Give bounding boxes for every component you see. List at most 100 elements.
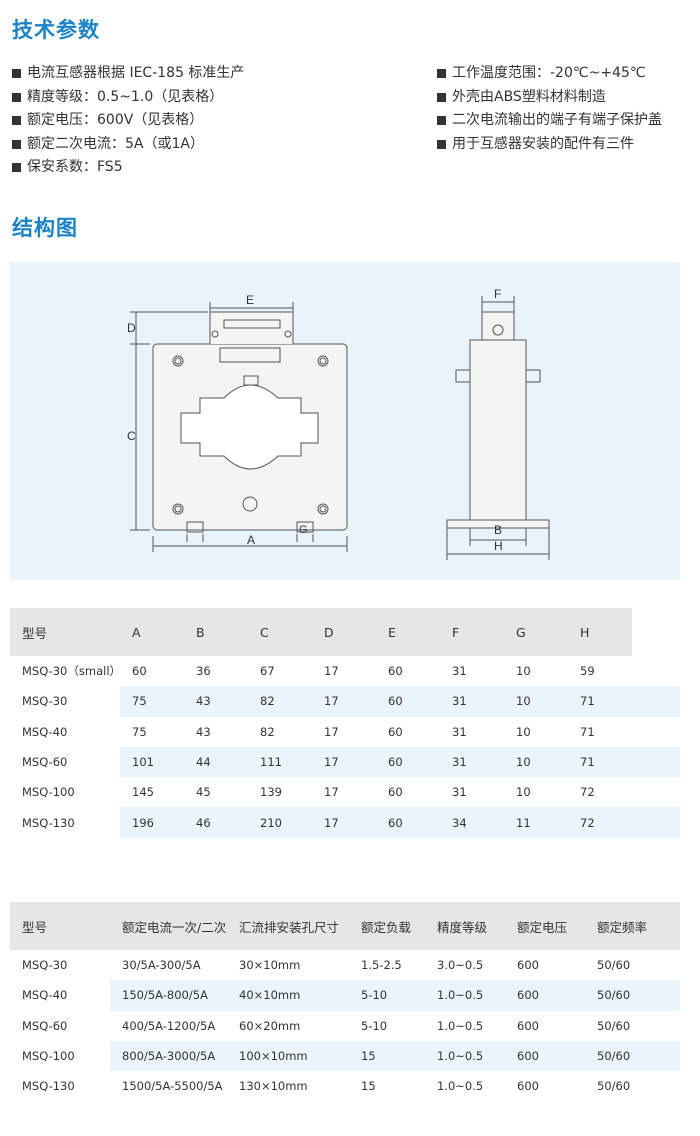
- table-row: MSQ-40 150/5A-800/5A 40×10mm 5-10 1.0~0.…: [10, 980, 680, 1011]
- cell-model: MSQ-40: [22, 724, 68, 739]
- cell: 15: [361, 1079, 376, 1094]
- spec-item: 外壳由ABS塑料材料制造: [437, 86, 662, 110]
- cell: 50/60: [597, 1018, 631, 1033]
- side-terminal-left: [455, 369, 471, 383]
- cell: 1.0~0.5: [437, 1079, 484, 1094]
- cell: 10: [516, 724, 531, 739]
- header-cell: E: [376, 608, 440, 656]
- table-row: MSQ-60 101 44 111 17 60 31 10 71: [10, 746, 680, 778]
- spec-text: 精度等级：0.5~1.0（见表格）: [27, 88, 224, 105]
- cell: 44: [184, 746, 248, 778]
- cell: 600: [517, 1079, 539, 1094]
- cell: 600: [505, 1040, 585, 1072]
- cell: 1500/5A-5500/5A: [122, 1079, 223, 1094]
- cell: 31: [440, 746, 504, 778]
- bullet-square-icon: [437, 69, 446, 79]
- cell: 30/5A-300/5A: [122, 958, 201, 973]
- cell: 1.0~0.5: [425, 1040, 505, 1072]
- foot-left: [186, 521, 204, 533]
- cell: 210: [248, 807, 312, 838]
- table-header-row: 型号 A B C D E F G H: [10, 608, 680, 656]
- cell: 150/5A-800/5A: [110, 980, 227, 1011]
- label-plate: [219, 347, 281, 363]
- header-cell: 汇流排安装孔尺寸: [227, 902, 349, 950]
- cell: 1.5-2.5: [361, 958, 402, 973]
- header-cell: C: [248, 608, 312, 656]
- structure-section-title: 结构图: [12, 216, 78, 240]
- cell: 60: [376, 686, 440, 717]
- cell: 17: [324, 785, 339, 800]
- cell: 71: [568, 686, 632, 717]
- cell: 11: [504, 807, 568, 838]
- cell-model: MSQ-60: [22, 1018, 68, 1033]
- spec-item: 用于互感器安装的配件有三件: [437, 133, 662, 157]
- cell: 400/5A-1200/5A: [122, 1018, 216, 1033]
- spec-text: 二次电流输出的端子有端子保护盖: [452, 112, 662, 128]
- header-cell: 额定电流一次/二次: [110, 902, 227, 950]
- header-cell: D: [312, 608, 376, 656]
- cell: 30×10mm: [239, 958, 301, 973]
- header-cell: A: [120, 608, 184, 656]
- bullet-square-icon: [437, 116, 446, 126]
- dimension-table: 型号 A B C D E F G H MSQ-30（small） 60 36 6…: [10, 608, 680, 838]
- cell: 5-10: [361, 1018, 388, 1033]
- cell: 145: [132, 785, 154, 800]
- spec-item: 工作温度范围：-20℃~+45℃: [437, 62, 662, 86]
- cell: 43: [184, 686, 248, 717]
- spec-text: 额定电压：600V（见表格）: [27, 112, 204, 128]
- cell: 31: [452, 785, 467, 800]
- cell: 50/60: [597, 958, 631, 973]
- spec-item: 精度等级：0.5~1.0（见表格）: [12, 86, 244, 110]
- cell: 10: [504, 746, 568, 778]
- spec-text: 用于互感器安装的配件有三件: [452, 135, 634, 152]
- table-row: MSQ-30 75 43 82 17 60 31 10 71: [10, 686, 680, 717]
- bullet-square-icon: [12, 92, 21, 102]
- table-row: MSQ-130 196 46 210 17 60 34 11 72: [10, 807, 680, 838]
- bracket-slot: [223, 319, 281, 329]
- cell: 75: [132, 724, 147, 739]
- cell-model: MSQ-100: [22, 785, 75, 800]
- spec-item: 电流互感器根据 IEC-185 标准生产: [12, 62, 244, 86]
- cell: 45: [196, 785, 211, 800]
- cell: 100×10mm: [227, 1040, 349, 1072]
- cell: 59: [580, 664, 595, 679]
- table-row: MSQ-100 145 45 139 17 60 31 10 72: [10, 777, 680, 807]
- cell-model: MSQ-100: [10, 1040, 110, 1072]
- spec-section-title: 技术参数: [12, 18, 100, 42]
- label-C: C: [127, 429, 136, 443]
- cell-model: MSQ-30: [10, 686, 120, 717]
- cell: 600: [517, 958, 539, 973]
- cell: 43: [196, 724, 211, 739]
- bullet-square-icon: [437, 139, 446, 149]
- header-cell: 精度等级: [425, 902, 505, 950]
- corner-hole: [172, 355, 184, 367]
- label-A: A: [247, 533, 255, 547]
- cell-model: MSQ-60: [10, 746, 120, 778]
- cell-model: MSQ-130: [22, 1079, 75, 1094]
- cell-model: MSQ-40: [10, 980, 110, 1011]
- header-cell: F: [440, 608, 504, 656]
- bullet-square-icon: [12, 69, 21, 79]
- cell: 71: [568, 746, 632, 778]
- table-row: MSQ-30（small） 60 36 67 17 60 31 10 59: [10, 656, 680, 686]
- spec-list-right: 工作温度范围：-20℃~+45℃ 外壳由ABS塑料材料制造 二次电流输出的端子有…: [437, 62, 662, 156]
- cell: 600: [517, 1018, 539, 1033]
- label-B: B: [494, 523, 502, 537]
- cell: 34: [440, 807, 504, 838]
- spec-text: 工作温度范围：-20℃~+45℃: [452, 65, 646, 81]
- header-cell: 额定频率: [585, 902, 680, 950]
- spec-text: 电流互感器根据 IEC-185 标准生产: [27, 65, 245, 81]
- header-cell-blank: [632, 608, 680, 656]
- current-window: [180, 384, 319, 470]
- header-cell: B: [184, 608, 248, 656]
- cell: 17: [312, 746, 376, 778]
- cell: 60: [376, 746, 440, 778]
- structure-diagram: E D C A G F B H: [127, 287, 550, 560]
- cell: 82: [248, 686, 312, 717]
- bottom-hole: [242, 496, 258, 512]
- spec-item: 额定电压：600V（见表格）: [12, 109, 244, 133]
- label-E: E: [246, 293, 254, 307]
- cell: 36: [196, 664, 211, 679]
- bullet-square-icon: [12, 163, 21, 173]
- side-view-body: [469, 339, 527, 525]
